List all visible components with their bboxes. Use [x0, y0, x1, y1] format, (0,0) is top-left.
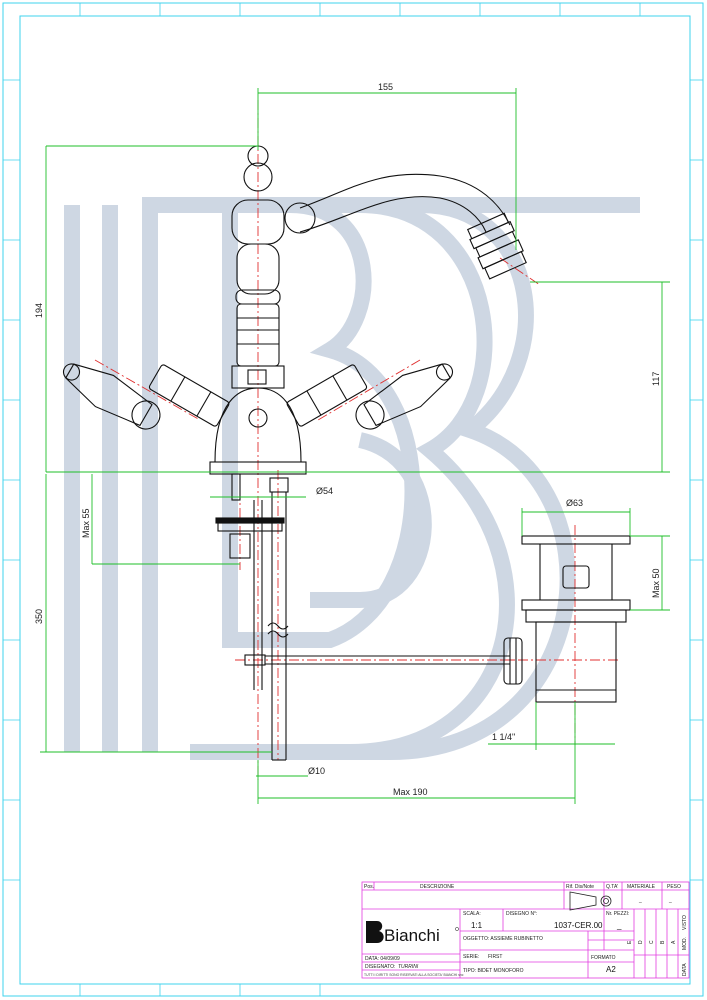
- tb-descrizione-header: DESCRIZIONE: [420, 884, 455, 890]
- rev-letter-a: A: [671, 940, 677, 944]
- rev-letter-c: C: [649, 940, 655, 944]
- dim-thread: 1 1/4": [492, 732, 515, 742]
- tb-tipo: TIPO: BIDET MONOFORO: [463, 968, 524, 974]
- dim-155: 155: [378, 82, 393, 92]
- tb-formato-value: A2: [606, 965, 616, 974]
- tb-mod: MOD.: [682, 937, 688, 950]
- tb-data-col: DATA: [682, 963, 688, 976]
- rev-letter-b: B: [660, 940, 666, 944]
- tb-materiale-header: MATERIALE: [627, 884, 656, 890]
- tb-peso-header: PESO: [667, 884, 681, 890]
- tb-disegno-value: 1037-CER.00: [554, 921, 603, 930]
- tb-disegnato-label: DISEGNATO:: [365, 964, 395, 970]
- dim-350: 350: [34, 609, 44, 624]
- tb-disegnato-value: TURRINI: [398, 964, 419, 970]
- dimension-lines: [40, 88, 670, 804]
- tb-qta-header: Q.TA': [606, 884, 618, 890]
- dim-d10: Ø10: [308, 766, 325, 776]
- rev-letter-e: E: [627, 940, 633, 944]
- tb-dash-2: _: [668, 898, 672, 904]
- dim-max190: Max 190: [393, 787, 428, 797]
- dim-max55: Max 55: [81, 508, 91, 538]
- dim-d63: Ø63: [566, 498, 583, 508]
- tb-scala-value: 1:1: [471, 921, 483, 930]
- title-block: Pos. DESCRIZIONE Rif. Dis/Note Q.TA' MAT…: [361, 881, 690, 979]
- tb-pos-header: Pos.: [364, 884, 374, 890]
- centerlines: [94, 100, 620, 780]
- dim-max50: Max 50: [651, 568, 661, 598]
- tb-dash-1: _: [638, 898, 642, 904]
- rev-letter-d: D: [638, 940, 644, 944]
- tb-visto: VISTO: [682, 915, 688, 930]
- bianchi-logo: Bianchi: [366, 921, 459, 945]
- tb-formato-label: FORMATO: [591, 955, 616, 961]
- dim-117: 117: [651, 372, 661, 386]
- tb-data: DATA: 04/09/09: [365, 956, 400, 962]
- tb-diritti: TUTTI I DIRITTI SONO RISERVATI ALLA SOCI…: [364, 973, 464, 977]
- projection-symbol: [569, 891, 612, 911]
- tb-disegno-label: DISEGNO N°:: [506, 911, 537, 917]
- tb-pezzi-value: _: [616, 921, 622, 930]
- tb-serie-label: SERIE:: [463, 954, 479, 960]
- tb-serie-value: FIRST: [488, 954, 502, 960]
- dimension-labels: 155 194 117 Ø54 Max 55 350 Ø63 Max 50 1 …: [34, 82, 661, 797]
- tb-rif-header: Rif. Dis/Note: [566, 884, 594, 890]
- watermark-b-logo: [64, 197, 640, 760]
- tb-scala-label: SCALA:: [463, 911, 481, 917]
- faucet-body: [62, 145, 631, 761]
- tb-oggetto: OGGETTO: ASSIEME RUBINETTO: [463, 936, 543, 942]
- dim-d54: Ø54: [316, 486, 333, 496]
- tb-pezzi-label: Nr. PEZZI:: [606, 911, 629, 917]
- brand-name: Bianchi: [384, 926, 440, 945]
- dim-194: 194: [34, 303, 44, 318]
